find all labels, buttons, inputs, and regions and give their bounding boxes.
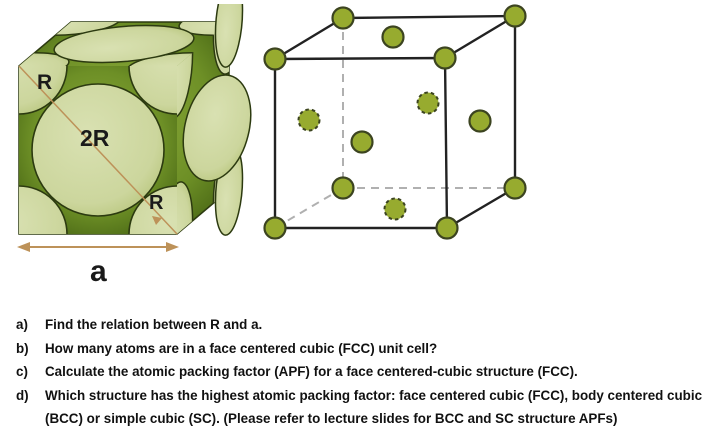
face-center-atom-front [350, 130, 374, 154]
question-text: How many atoms are in a face centered cu… [45, 340, 438, 356]
corner-atom [435, 216, 459, 240]
question-text: Find the relation between R and a. [45, 317, 263, 332]
fcc-lattice-diagram [263, 4, 527, 240]
question-letter: d) [16, 387, 29, 403]
label-R-top: R [37, 71, 52, 94]
dimension-arrow-a [17, 242, 179, 252]
corner-atom [433, 46, 457, 70]
label-R-bottom: R [149, 192, 164, 214]
fcc-hard-sphere-model-figure: R 2R R a [17, 4, 266, 304]
front-corner-atom [128, 66, 177, 115]
corner-atom [263, 216, 287, 240]
visible-face-center-atoms [350, 25, 492, 154]
corner-atom [503, 176, 527, 200]
face-center-atom-back [416, 91, 440, 115]
corner-atom [263, 47, 287, 71]
question-list: a) Find the relation between R and a. b)… [16, 313, 710, 431]
face-center-atom-right [468, 109, 492, 133]
right-face-center-atom [182, 74, 252, 182]
question-item-c: c) Calculate the atomic packing factor (… [16, 360, 710, 384]
question-letter: b) [16, 340, 29, 356]
label-2R: 2R [80, 125, 110, 151]
hidden-face-center-atoms [297, 91, 440, 221]
question-text: Calculate the atomic packing factor (APF… [45, 364, 578, 379]
question-letter: c) [16, 364, 28, 379]
face-center-atom-left [297, 108, 321, 132]
question-item-a: a) Find the relation between R and a. [16, 313, 710, 337]
corner-atom [331, 176, 355, 200]
front-corner-atom [19, 185, 68, 234]
label-a: a [90, 255, 107, 288]
corner-atom [503, 4, 527, 28]
question-text: Which structure has the highest atomic p… [45, 387, 703, 427]
question-item-b: b) How many atoms are in a face centered… [16, 337, 710, 361]
face-center-atom-bottom [383, 197, 407, 221]
corner-atom [331, 6, 355, 30]
question-letter: a) [16, 317, 28, 332]
face-diagonal-line [18, 65, 178, 235]
question-item-d: d) Which structure has the highest atomi… [16, 384, 710, 431]
face-center-atom-top [381, 25, 405, 49]
face-diagonal-arrowhead [152, 216, 162, 225]
corner-atoms [263, 4, 527, 240]
cube-hidden-edges [274, 18, 515, 229]
